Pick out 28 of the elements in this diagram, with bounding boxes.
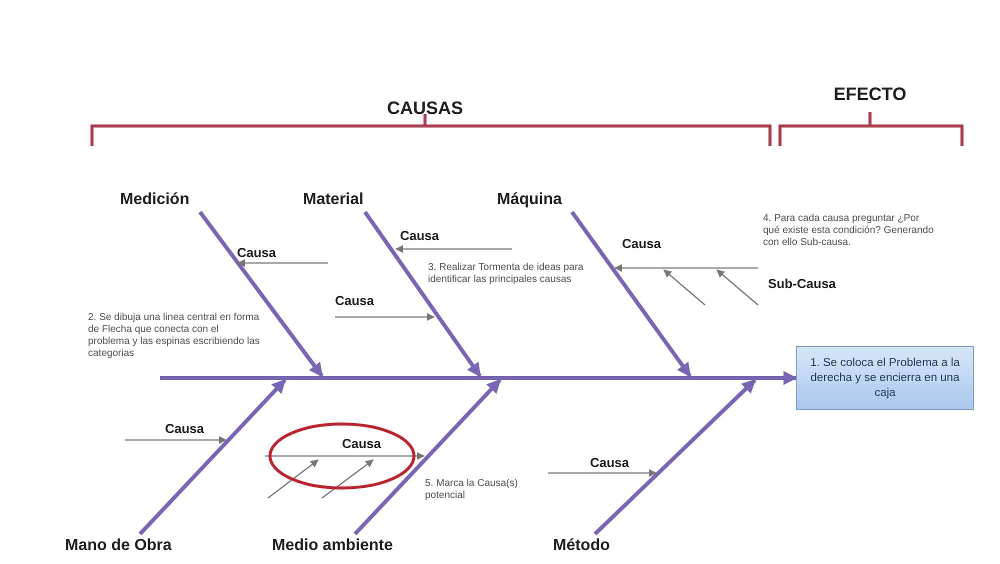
heading: CAUSAS — [386, 98, 464, 119]
arrow — [594, 378, 756, 536]
arrow — [354, 378, 502, 536]
cause-label: Causa — [237, 245, 276, 260]
cause-label: Causa — [342, 436, 382, 451]
category-label: Material — [303, 188, 383, 212]
note: 2. Se dibuja una linea central en forma de Flecha que conecta con el problema y las espinas escribiendo las categorias — [88, 312, 260, 360]
category-label: Máquina — [497, 188, 579, 212]
cause-label: Causa — [335, 293, 374, 308]
heading: EFECTO — [832, 84, 908, 105]
category-label: Mano de Obra — [65, 534, 195, 558]
problem-box: 1. Se coloca el Problema a la derecha y se encierra en una caja — [796, 346, 974, 410]
arrow — [138, 378, 286, 536]
category-label: Método — [553, 534, 628, 558]
arrow — [770, 371, 798, 385]
note: 4. Para cada causa preguntar ¿Por qué existe esta condición? Generando con ello Sub-causa. — [763, 213, 935, 249]
cause-label: Causa — [400, 228, 440, 243]
arrow — [198, 210, 324, 378]
note: 5. Marca la Causa(s) potencial — [425, 478, 519, 502]
note: 3. Realizar Tormenta de ideas para identificar las principales causas — [428, 262, 584, 286]
cause-label: Causa — [590, 455, 630, 470]
cause-label: Causa — [165, 421, 204, 436]
arrow — [570, 210, 692, 378]
cause-label: Causa — [622, 236, 662, 251]
arrow — [363, 210, 482, 378]
cause-label: Sub-Causa — [768, 276, 836, 291]
category-label: Medición — [120, 188, 210, 212]
category-label: Medio ambiente — [272, 534, 422, 558]
